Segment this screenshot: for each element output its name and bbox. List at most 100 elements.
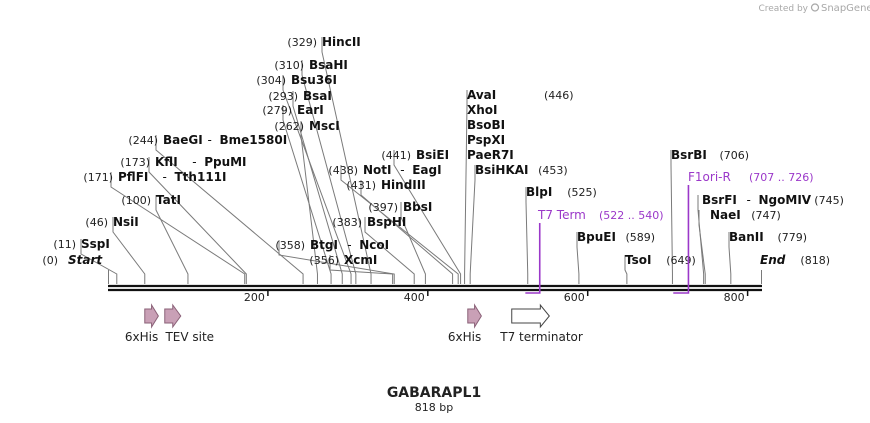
cut-line-bsihkai [469, 165, 476, 284]
enzyme-label-btgi: BtgI [310, 238, 338, 252]
feature-arrow-6xhis [467, 303, 482, 329]
enzyme-separator: - [747, 193, 751, 207]
ruler-tick-label: 600 [564, 291, 585, 304]
enzyme-label-bsiei: BsiEI [416, 148, 449, 162]
feature-arrow-t7-terminator [511, 303, 550, 329]
primer-line-f1ori-r [673, 185, 690, 294]
feature-label-t7-terminator: T7 terminator [499, 330, 583, 344]
cut-line-xcmi [329, 255, 394, 284]
cut-position-bsahi: (310) [274, 59, 304, 72]
dna-backbone [108, 284, 762, 292]
cut-position-bsrfi: (745) [814, 194, 844, 207]
enzyme-label-hincii: HincII [322, 35, 361, 49]
cut-line-bbsi [400, 202, 426, 284]
primer-label-t7-term: T7 Term [537, 208, 586, 222]
enzyme-label-pspxi: PspXI [467, 133, 505, 147]
enzyme-label-tati: TatI [156, 193, 181, 207]
cut-line-eari [282, 105, 332, 284]
cut-position-noti: (438) [328, 164, 358, 177]
cut-position-end: (818) [800, 254, 830, 267]
cut-line-bsphi [364, 217, 415, 284]
cut-line-bsahi [301, 60, 357, 284]
cut-line-bsu36i [282, 75, 352, 284]
construct-name: GABARAPL1 [387, 385, 481, 401]
enzyme-label-naei: NaeI [710, 208, 741, 222]
cut-line-kfli [148, 157, 247, 284]
enzyme-separator: - [208, 133, 212, 147]
cut-position-msci: (262) [274, 120, 304, 133]
cut-position-bsihkai: (453) [538, 164, 568, 177]
enzyme-label-ncoi: NcoI [359, 238, 389, 252]
ruler: 200 400 600 800 [244, 290, 749, 304]
enzyme-label-bsahi: BsaHI [309, 58, 348, 72]
end-label-end: End [760, 253, 786, 267]
enzyme-label-bsai: BsaI [303, 89, 332, 103]
enzyme-label-bsrbi: BsrBI [671, 148, 707, 162]
cut-position-avai: (446) [544, 89, 574, 102]
cut-line-nsii [112, 217, 146, 284]
cut-position-baegi: (244) [128, 134, 158, 147]
cut-line-tsoi [624, 255, 628, 284]
cut-line-noti [340, 165, 459, 284]
ruler-tick-label: 400 [404, 291, 425, 304]
cut-position-xcmi: (356) [309, 254, 339, 267]
cut-line-blpi [525, 187, 529, 284]
enzyme-separator: - [400, 163, 404, 177]
enzyme-label-kfli: KflI [155, 155, 178, 169]
cut-line-naei [698, 210, 706, 284]
cut-position-bpuei: (589) [626, 231, 656, 244]
cut-line-baegi [155, 135, 304, 284]
enzyme-label-avai: AvaI [467, 88, 496, 102]
enzyme-label-baegi: BaeGI [163, 133, 203, 147]
enzyme-label-hindiii: HindIII [381, 178, 426, 192]
cut-position-bsai: (293) [268, 90, 298, 103]
credit-prefix: Created by [758, 4, 808, 14]
cut-position-start: (0) [42, 254, 58, 267]
enzyme-label-bsihkai: BsiHKAI [475, 163, 529, 177]
enzyme-label-tsoi: TsoI [625, 253, 651, 267]
enzyme-label-eagi: EagI [412, 163, 441, 177]
enzyme-label-pflfi: PflFI [118, 170, 148, 184]
enzyme-label-bpuei: BpuEI [577, 230, 616, 244]
cut-line-hincii [321, 37, 372, 284]
ruler-tick-label: 800 [724, 291, 745, 304]
enzyme-label-banii: BanII [729, 230, 764, 244]
enzyme-label-eari: EarI [297, 103, 324, 117]
cut-line-bsrbi [670, 150, 673, 284]
enzyme-label-bsphi: BspHI [367, 215, 406, 229]
cut-position-bsphi: (383) [332, 216, 362, 229]
ruler-tick-label: 200 [244, 291, 265, 304]
enzyme-label-bsrfi: BsrFI [702, 193, 737, 207]
enzyme-label-bbsi: BbsI [403, 200, 432, 214]
feature-label-6xhis: 6xHis [125, 330, 158, 344]
cut-position-banii: (779) [778, 231, 808, 244]
cut-line-tati [155, 195, 189, 284]
primers: T7 Term(522 .. 540)F1ori-R(707 .. 726) [525, 170, 814, 294]
enzyme-label-nsii: NsiI [113, 215, 139, 229]
enzyme-label-xcmi: XcmI [344, 253, 377, 267]
enzyme-label-bsu36i: Bsu36I [291, 73, 337, 87]
construct-length: 818 bp [415, 401, 453, 414]
cut-position-sspi: (11) [53, 238, 76, 251]
cut-site-lines [80, 37, 762, 284]
cut-position-blpi: (525) [567, 186, 597, 199]
cut-position-bsrbi: (706) [720, 149, 750, 162]
cut-position-kfli: (173) [120, 156, 150, 169]
snapgene-credit: Created by SnapGene [758, 3, 870, 14]
cut-position-bbsi: (397) [368, 201, 398, 214]
enzyme-label-paer7i: PaeR7I [467, 148, 514, 162]
enzyme-label-ngomiv: NgoMIV [759, 193, 812, 207]
enzyme-separator: - [192, 155, 196, 169]
cut-position-pflfi: (171) [83, 171, 113, 184]
primer-line-t7-term [525, 223, 541, 294]
snapgene-logo-icon [810, 3, 820, 12]
primer-range-f1ori-r: (707 .. 726) [749, 171, 814, 184]
primer-range-t7-term: (522 .. 540) [599, 209, 664, 222]
cut-site-labels: (0)Start(818)End(11)SspI(46)NsiI(100)Tat… [42, 35, 843, 267]
credit-brand: SnapGene [821, 3, 870, 14]
cut-position-btgi: (358) [275, 239, 305, 252]
enzyme-separator: - [163, 170, 167, 184]
cut-line-bsiei [393, 150, 462, 284]
cut-position-nsii: (46) [85, 216, 108, 229]
